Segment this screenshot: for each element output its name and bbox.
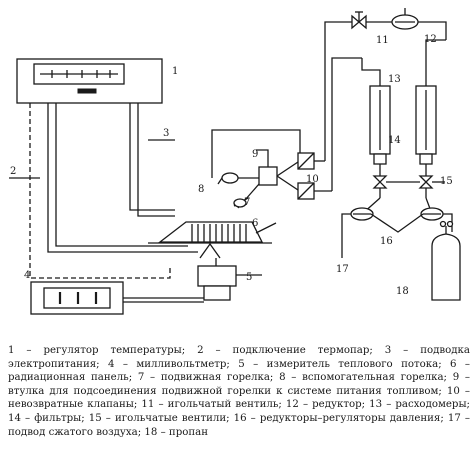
label-2: 2	[10, 166, 16, 177]
label-4: 4	[24, 270, 30, 281]
label-17: 17	[336, 264, 349, 275]
label-7: 7	[244, 197, 250, 208]
pressure-regulators	[341, 197, 453, 258]
label-11: 11	[376, 35, 389, 46]
label-10: 10	[306, 174, 319, 185]
needle-valves	[372, 175, 445, 198]
label-14: 14	[388, 135, 401, 146]
radiation-panel	[148, 221, 277, 259]
label-5: 5	[246, 272, 252, 283]
label-12: 12	[424, 34, 437, 45]
flowmeters	[331, 39, 446, 191]
propane-cylinder	[431, 220, 461, 301]
label-13: 13	[388, 74, 401, 85]
temperature-regulator	[16, 58, 163, 104]
millivoltmeter	[30, 281, 124, 315]
burners-group	[217, 149, 278, 209]
label-6: 6	[252, 218, 258, 229]
label-15: 15	[440, 176, 453, 187]
label-1: 1	[172, 66, 178, 77]
check-valves	[211, 129, 332, 200]
figure-caption: 1 – регулятор температуры; 2 – подключен…	[8, 345, 470, 438]
air-supply-top-line	[324, 8, 447, 161]
label-9: 9	[252, 149, 258, 160]
label-18: 18	[396, 286, 409, 297]
label-8: 8	[198, 184, 204, 195]
apparatus-diagram: 1 2 3 4 5 6 7 8 9 10 11 12 13 14 15 16 1…	[9, 8, 461, 315]
power-supply-wiring	[47, 103, 198, 253]
thermocouple-wiring	[9, 103, 171, 279]
heat-flow-meter	[123, 258, 262, 303]
label-16: 16	[380, 236, 393, 247]
label-3: 3	[163, 128, 169, 139]
